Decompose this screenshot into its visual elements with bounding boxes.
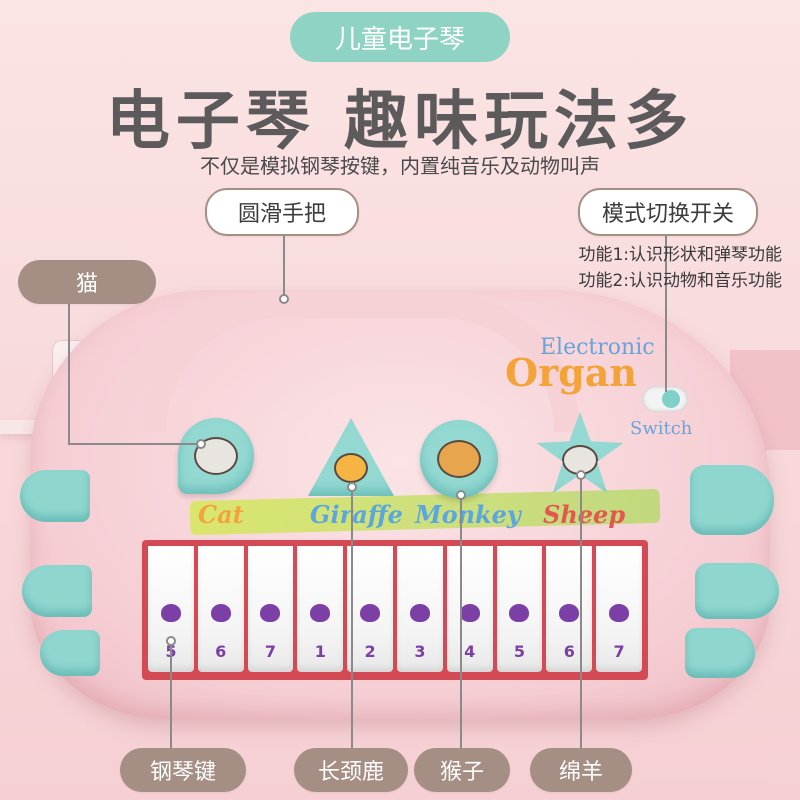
cat-label: 猫 — [18, 260, 156, 304]
piano-keyboard: 5671234567 — [142, 540, 648, 680]
product-badge: 儿童电子琴 — [290, 12, 510, 62]
key-note-label: 2 — [364, 642, 376, 661]
piano-key: 4 — [446, 546, 493, 672]
callout-line-cat — [68, 302, 70, 444]
animal-label-monkey: Monkey — [415, 500, 521, 529]
callout-line-switch — [665, 232, 667, 392]
piano-key: 7 — [247, 546, 294, 672]
key-note-label: 6 — [215, 642, 227, 661]
piano-key: 3 — [396, 546, 443, 672]
piano-keys-label: 钢琴键 — [120, 748, 246, 792]
animal-silhouette-icon — [559, 604, 580, 622]
callout-dot-cat — [196, 439, 206, 449]
piano-key: 6 — [197, 546, 244, 672]
animal-silhouette-icon — [260, 604, 281, 622]
key-note-label: 4 — [464, 642, 476, 661]
logo-organ: Organ — [505, 350, 637, 395]
animal-silhouette-icon — [210, 604, 231, 622]
monkey-face-icon — [437, 440, 481, 478]
callout-line-cat-h — [68, 443, 198, 445]
callout-dot-keys — [166, 636, 176, 646]
handle-label: 圆滑手把 — [205, 188, 359, 236]
callout-dot-giraffe — [347, 482, 357, 492]
animal-silhouette-icon — [160, 604, 181, 622]
headline: 电子琴 趣味玩法多 — [105, 85, 695, 159]
key-note-label: 7 — [264, 642, 277, 661]
key-note-label: 6 — [563, 642, 575, 661]
function-1-text: 功能1:认识形状和弹琴功能 — [578, 245, 782, 265]
animal-label-cat: Cat — [198, 500, 244, 529]
animal-silhouette-icon — [509, 604, 530, 622]
callout-dot-monkey — [456, 490, 466, 500]
circle-button — [420, 420, 498, 498]
switch-label: Switch — [630, 418, 693, 439]
callout-line-sheep — [580, 474, 582, 750]
callout-line-monkey — [460, 494, 462, 750]
subtitle: 不仅是模拟钢琴按键，内置纯音乐及动物叫声 — [200, 154, 600, 178]
callout-line-giraffe — [351, 486, 353, 750]
callout-line-keys — [170, 640, 172, 750]
callout-line-handle — [283, 232, 285, 298]
animal-label-sheep: Sheep — [543, 500, 626, 529]
callout-dot-handle — [279, 294, 289, 304]
animal-silhouette-icon — [409, 604, 430, 622]
key-note-label: 7 — [613, 642, 625, 661]
giraffe-face-icon — [334, 453, 368, 483]
mode-switch-label: 模式切换开关 — [578, 188, 758, 236]
key-note-label: 1 — [314, 642, 326, 661]
function-2-text: 功能2:认识动物和音乐功能 — [578, 271, 782, 291]
left-side-button-1 — [20, 470, 90, 522]
animal-label-giraffe: Giraffe — [310, 500, 403, 529]
animal-silhouette-icon — [360, 604, 381, 622]
sheep-label: 绵羊 — [530, 748, 632, 792]
animal-silhouette-icon — [310, 604, 331, 622]
right-side-button-3 — [685, 628, 755, 678]
animal-silhouette-icon — [459, 604, 480, 622]
piano-key: 1 — [297, 546, 344, 672]
right-side-button-1 — [690, 465, 774, 535]
monkey-label: 猴子 — [414, 748, 510, 792]
piano-key: 5 — [496, 546, 543, 672]
left-side-button-2 — [22, 565, 92, 617]
animal-silhouette-icon — [609, 604, 630, 622]
key-note-label: 5 — [513, 642, 526, 661]
right-side-button-2 — [695, 563, 779, 619]
left-side-button-3 — [40, 630, 100, 676]
giraffe-label: 长颈鹿 — [294, 748, 408, 792]
logo-electronic: Electronic — [540, 335, 655, 360]
key-note-label: 3 — [414, 642, 426, 661]
heart-button — [178, 418, 254, 494]
piano-key: 7 — [596, 546, 642, 672]
callout-dot-sheep — [576, 470, 586, 480]
piano-key: 2 — [347, 546, 393, 672]
piano-key: 6 — [546, 546, 593, 672]
